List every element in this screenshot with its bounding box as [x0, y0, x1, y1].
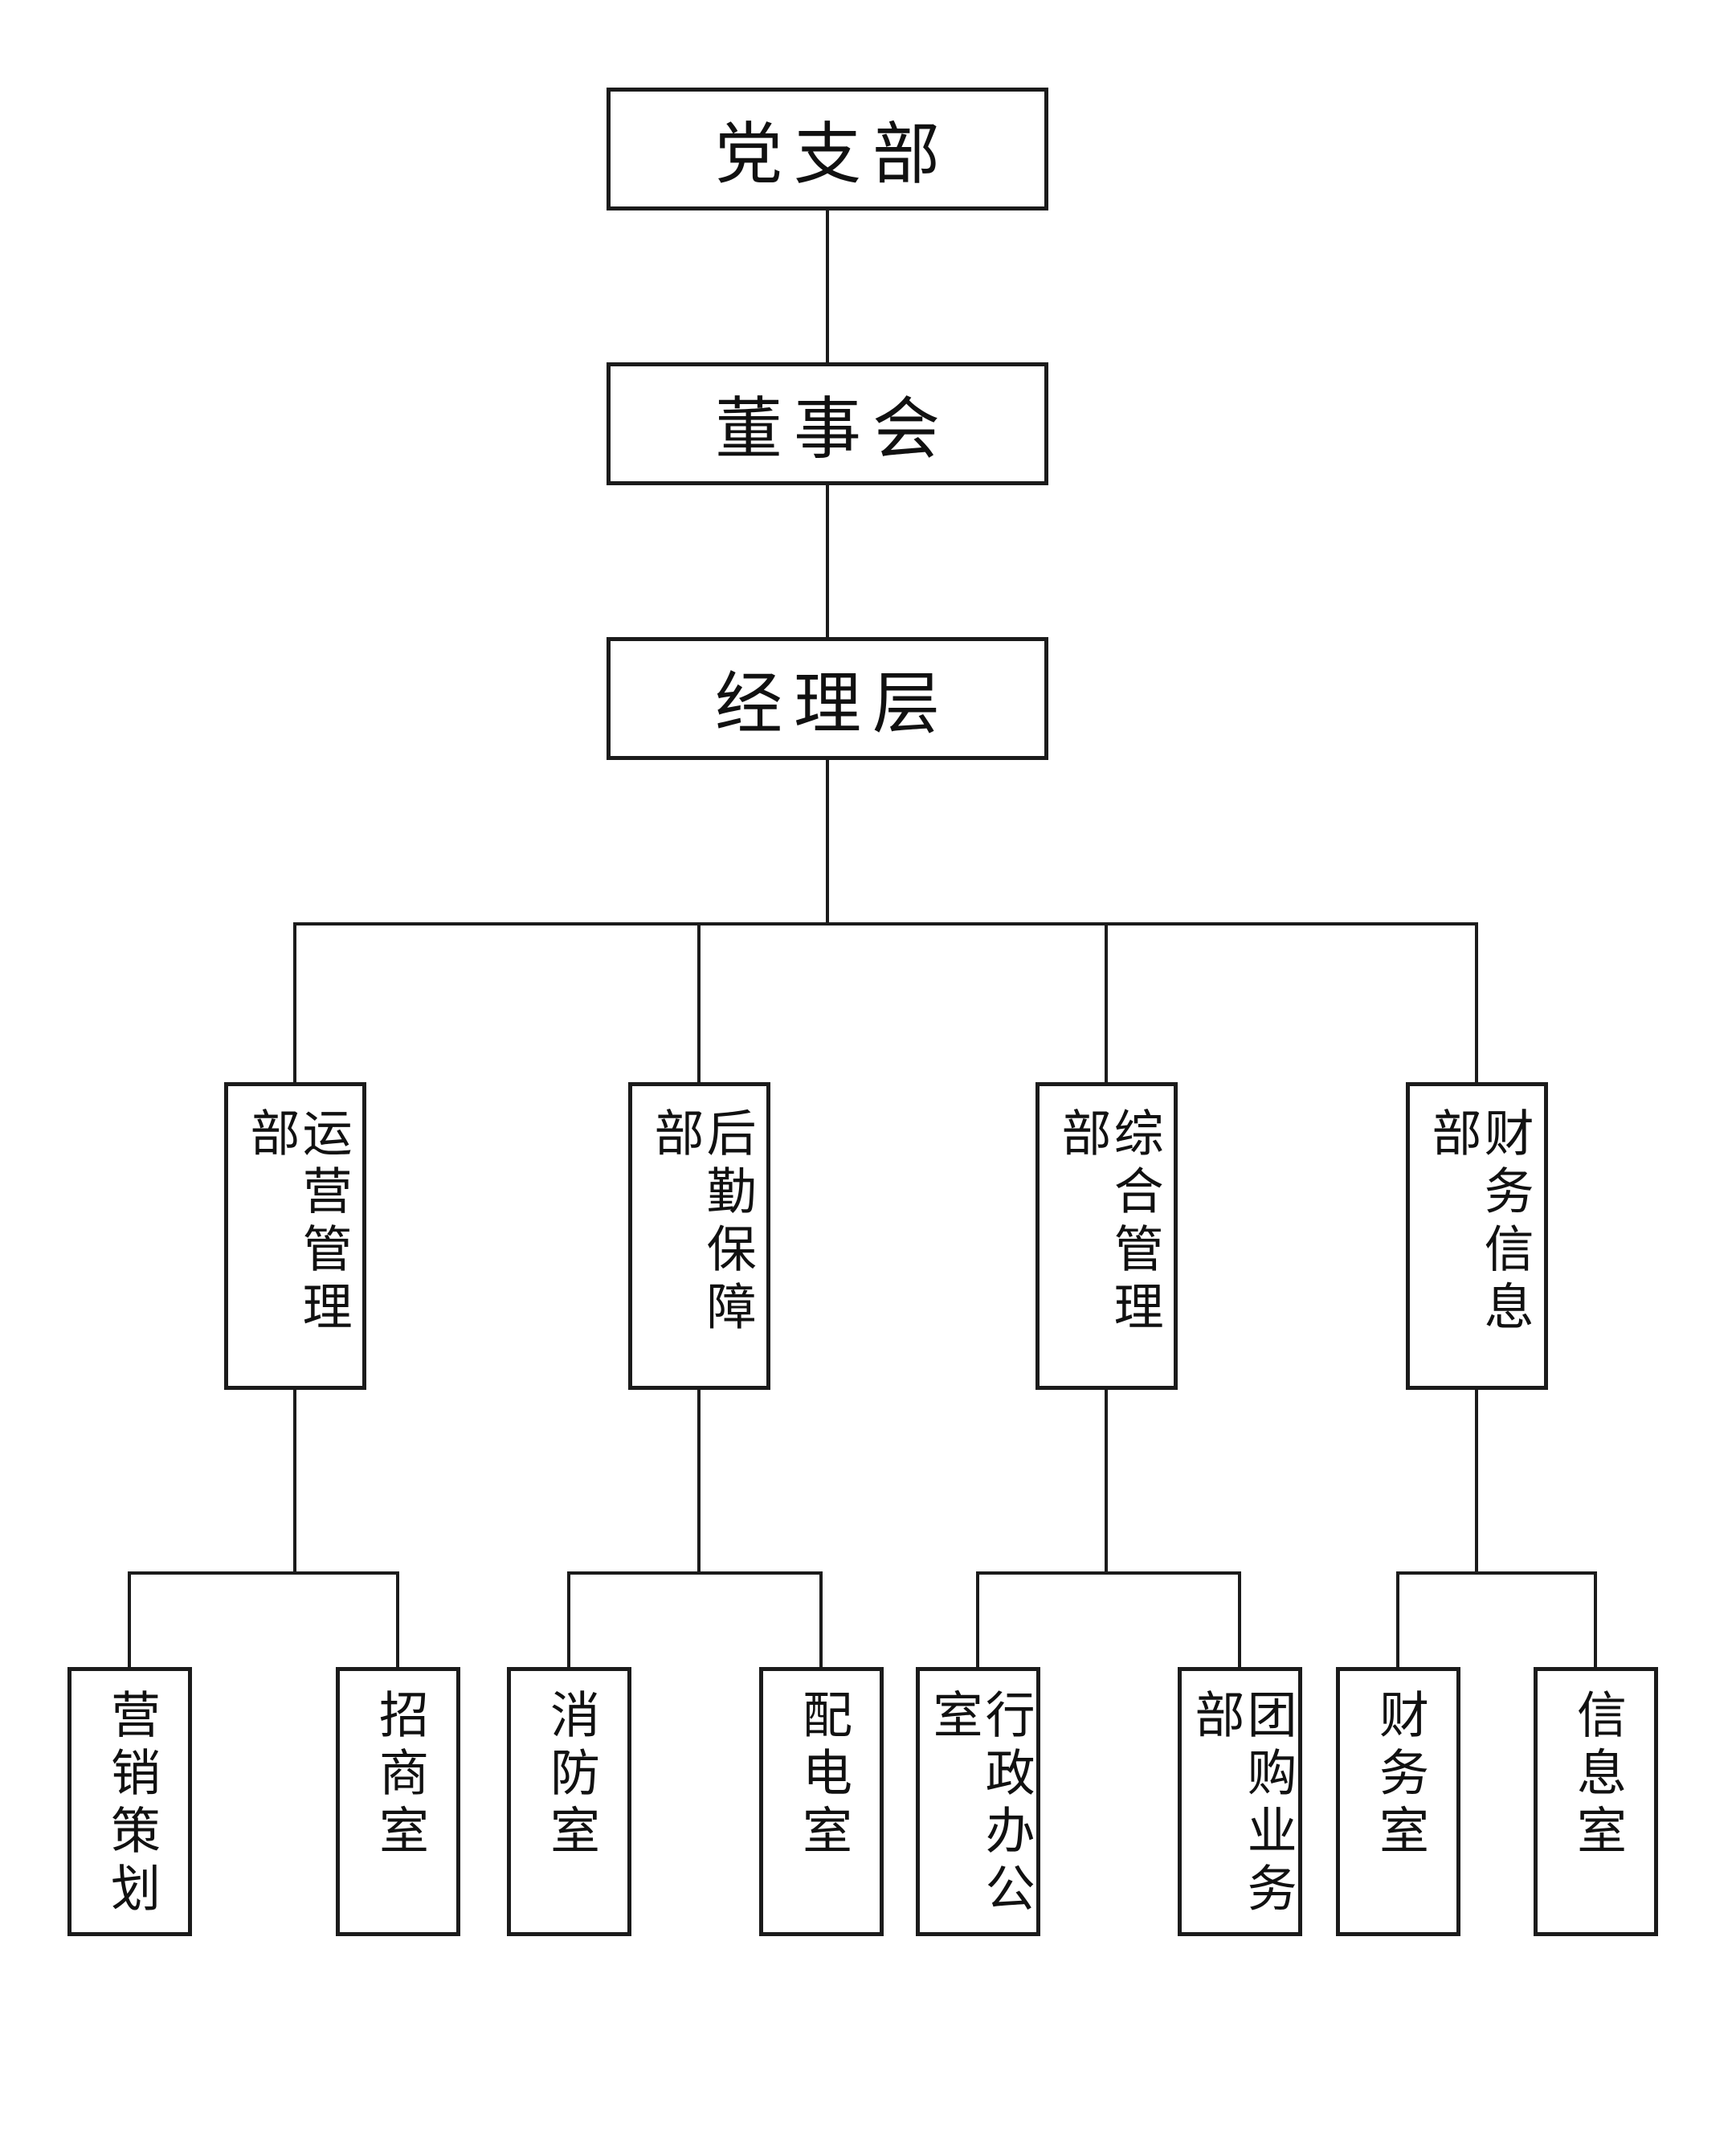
- org-node-label: 行政办公室: [925, 1689, 1032, 1920]
- connector-logistics-dept-riser: [697, 1387, 701, 1573]
- org-node-label: 党支部: [714, 118, 951, 193]
- connector-drop-power-office: [819, 1573, 823, 1669]
- connector-general-mgmt-dept-riser: [1105, 1387, 1108, 1573]
- org-node-label: 董事会: [714, 393, 951, 468]
- org-node-logistics-support-dept: 后勤保障部: [628, 1082, 770, 1390]
- org-node-merchant-recruitment-office: 招商室: [336, 1667, 460, 1936]
- connector-drop-marketing-planning: [128, 1573, 131, 1669]
- org-node-group-purchase-business-dept: 团购业务部: [1178, 1667, 1302, 1936]
- connector-board-to-management: [826, 485, 829, 637]
- connector-drop-fire-office: [567, 1573, 570, 1669]
- org-node-label: 团购业务部: [1187, 1689, 1294, 1920]
- connector-drop-logistics-dept: [697, 924, 701, 1082]
- connector-drop-finance-office: [1396, 1573, 1399, 1669]
- org-node-fire-control-office: 消防室: [507, 1667, 631, 1936]
- org-node-power-distribution-office: 配电室: [759, 1667, 884, 1936]
- org-node-administrative-office: 行政办公室: [916, 1667, 1040, 1936]
- connector-operations-branch-line: [128, 1571, 399, 1575]
- org-node-label: 运营管理部: [242, 1107, 349, 1338]
- org-node-label: 信息室: [1569, 1689, 1624, 1862]
- connector-general-mgmt-branch-line: [976, 1571, 1241, 1575]
- connector-finance-info-dept-riser: [1475, 1387, 1478, 1573]
- connector-main-branch-line: [293, 922, 1478, 925]
- org-node-finance-office: 财务室: [1336, 1667, 1460, 1936]
- org-node-label: 配电室: [794, 1689, 850, 1862]
- connector-logistics-branch-line: [567, 1571, 823, 1575]
- org-node-party-branch: 党支部: [607, 88, 1048, 210]
- org-node-general-management-dept: 综合管理部: [1035, 1082, 1178, 1390]
- connector-drop-finance-info-dept: [1475, 924, 1478, 1082]
- org-node-label: 后勤保障部: [646, 1107, 754, 1338]
- org-node-management-level: 经理层: [607, 637, 1048, 760]
- org-node-label: 营销策划: [103, 1689, 158, 1920]
- org-node-board-of-directors: 董事会: [607, 362, 1048, 485]
- connector-drop-group-purchase-dept: [1238, 1573, 1241, 1669]
- connector-operations-dept-riser: [293, 1387, 296, 1573]
- org-node-finance-information-dept: 财务信息部: [1406, 1082, 1548, 1390]
- connector-drop-admin-office: [976, 1573, 979, 1669]
- org-node-information-office: 信息室: [1534, 1667, 1658, 1936]
- org-node-operations-management-dept: 运营管理部: [224, 1082, 366, 1390]
- connector-finance-info-branch-line: [1396, 1571, 1597, 1575]
- connector-root-to-board: [826, 210, 829, 362]
- connector-drop-merchant-office: [396, 1573, 399, 1669]
- org-node-label: 综合管理部: [1053, 1107, 1161, 1338]
- connector-drop-operations-dept: [293, 924, 296, 1082]
- org-node-label: 经理层: [714, 668, 951, 742]
- connector-drop-general-mgmt-dept: [1105, 924, 1108, 1082]
- org-node-label: 招商室: [371, 1689, 427, 1862]
- org-node-marketing-planning: 营销策划: [67, 1667, 192, 1936]
- org-node-label: 财务室: [1371, 1689, 1427, 1862]
- org-node-label: 财务信息部: [1424, 1107, 1531, 1338]
- connector-management-riser: [826, 760, 829, 924]
- connector-drop-information-office: [1594, 1573, 1597, 1669]
- org-node-label: 消防室: [542, 1689, 598, 1862]
